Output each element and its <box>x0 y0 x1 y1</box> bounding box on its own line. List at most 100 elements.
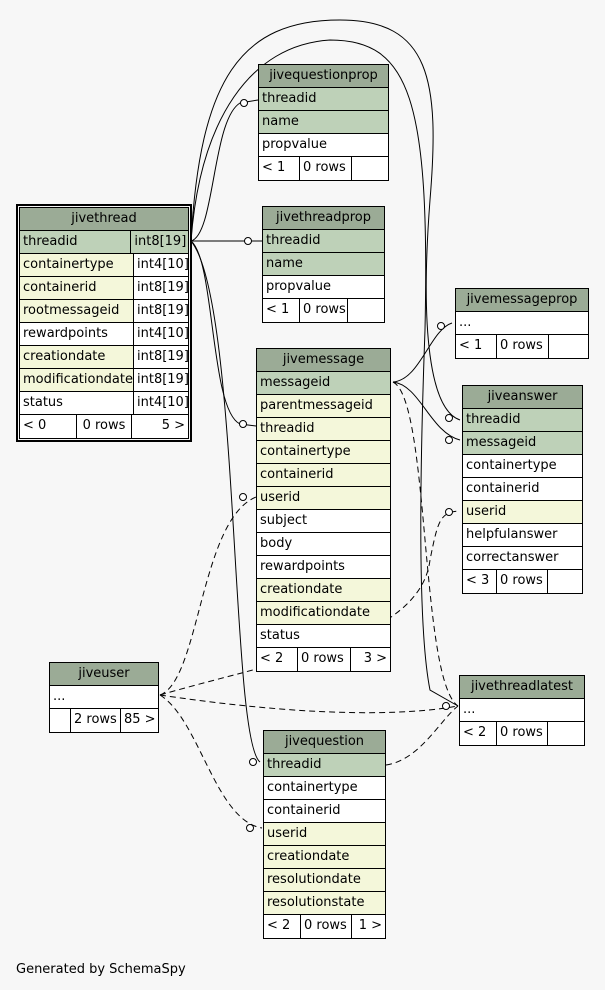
column-threadid: threadid <box>266 233 321 248</box>
edge-end-marker <box>437 322 445 330</box>
column-helpfulanswer: helpfulanswer <box>466 527 558 542</box>
row-count: 0 rows <box>496 570 547 593</box>
children-count <box>347 299 384 322</box>
column-containertype: containertype <box>267 780 358 795</box>
table-title: jivequestion <box>264 731 385 754</box>
edge-user-message <box>159 496 257 696</box>
column-containerid: containerid <box>466 481 540 496</box>
parents-count: < 1 <box>266 302 290 317</box>
table-title: jivethreadlatest <box>460 676 584 699</box>
table-jivequestion[interactable]: jivequestion threadid containertype cont… <box>263 730 386 939</box>
column-type: int8[19] <box>133 346 188 368</box>
edge-end-marker <box>239 493 247 501</box>
edge-message-latest <box>392 381 459 707</box>
parents-count: < 0 <box>23 418 47 433</box>
column-containertype: containertype <box>260 444 351 459</box>
column-type: int8[19] <box>130 231 188 253</box>
table-jiveuser[interactable]: jiveuser ... 2 rows 85 > <box>49 662 159 733</box>
column-rewardpoints: rewardpoints <box>260 559 345 574</box>
row-count: 0 rows <box>297 648 350 671</box>
children-count <box>548 335 588 358</box>
edge-thread-message <box>190 240 257 427</box>
column-type: int4[10] <box>133 254 188 276</box>
column-threadid: threadid <box>260 421 315 436</box>
column-parentmessageid: parentmessageid <box>260 398 373 413</box>
column-name: name <box>262 114 299 129</box>
column-threadid: threadid <box>267 757 322 772</box>
column-creationdate: creationdate <box>260 582 343 597</box>
column-creationdate: creationdate <box>267 849 350 864</box>
column-propvalue: propvalue <box>262 137 328 152</box>
column-resolutiondate: resolutiondate <box>267 872 361 887</box>
column-containertype: containertype <box>23 257 114 272</box>
column-status: status <box>260 628 300 643</box>
column-type: int8[19] <box>133 277 188 299</box>
table-title: jiveanswer <box>463 386 582 409</box>
children-count: 1 > <box>351 915 385 938</box>
table-jivethreadprop[interactable]: jivethreadprop threadid name propvalue <… <box>262 206 385 323</box>
children-count <box>547 570 582 593</box>
parents-count: < 2 <box>260 651 284 666</box>
column-rewardpoints: rewardpoints <box>23 326 108 341</box>
table-jivethreadlatest[interactable]: jivethreadlatest ... < 2 0 rows <box>459 675 585 746</box>
column-propvalue: propvalue <box>266 279 332 294</box>
children-count: 3 > <box>350 648 390 671</box>
column-containertype: containertype <box>466 458 557 473</box>
column-ellipsis: ... <box>463 702 476 717</box>
edge-end-marker <box>249 758 257 766</box>
children-count <box>351 157 388 180</box>
edge-end-marker <box>445 508 453 516</box>
column-modificationdate: modificationdate <box>260 605 370 620</box>
parents-count <box>50 709 70 732</box>
edge-user-latest <box>159 694 459 714</box>
table-title: jivequestionprop <box>259 65 388 88</box>
column-threadid: threadid <box>466 412 521 427</box>
column-messageid: messageid <box>466 435 537 450</box>
edge-message-answer <box>392 381 461 441</box>
column-userid: userid <box>260 490 301 505</box>
edge-end-marker <box>246 824 254 832</box>
row-count: 0 rows <box>496 335 548 358</box>
column-subject: subject <box>260 513 308 528</box>
parents-count: < 1 <box>262 160 286 175</box>
row-count: 0 rows <box>76 415 131 438</box>
column-resolutionstate: resolutionstate <box>267 895 365 910</box>
children-count <box>547 722 584 745</box>
edge-end-marker <box>240 99 248 107</box>
children-count: 5 > <box>131 415 188 438</box>
column-containerid: containerid <box>260 467 334 482</box>
edge-end-marker <box>442 702 450 710</box>
column-name: name <box>266 256 303 271</box>
table-title: jivemessage <box>257 349 390 372</box>
row-count: 2 rows <box>70 709 120 732</box>
table-title: jivethreadprop <box>263 207 384 230</box>
column-ellipsis: ... <box>459 315 472 330</box>
row-count: 0 rows <box>299 299 347 322</box>
table-jivethread[interactable]: jivethread threadid int8[19] containertyp… <box>16 204 192 442</box>
table-title: jivethread <box>20 208 188 231</box>
edge-thread-questionprop <box>190 99 259 242</box>
table-title: jivemessageprop <box>456 289 588 312</box>
parents-count: < 2 <box>267 918 291 933</box>
column-correctanswer: correctanswer <box>466 550 559 565</box>
row-count: 0 rows <box>300 915 351 938</box>
generated-by-label: Generated by SchemaSpy <box>16 962 186 977</box>
table-jivemessage[interactable]: jivemessage messageid parentmessageid th… <box>256 348 391 672</box>
column-containerid: containerid <box>267 803 341 818</box>
column-creationdate: creationdate <box>23 349 106 364</box>
children-count: 85 > <box>120 709 158 732</box>
edge-end-marker <box>239 420 247 428</box>
edge-thread-question <box>190 240 261 763</box>
column-threadid: threadid <box>262 91 317 106</box>
column-type: int4[10] <box>133 392 188 414</box>
table-jivemessageprop[interactable]: jivemessageprop ... < 1 0 rows <box>455 288 589 359</box>
column-messageid: messageid <box>260 375 331 390</box>
column-type: int8[19] <box>133 300 188 322</box>
column-threadid: threadid <box>23 234 78 249</box>
edge-question-latest <box>385 705 459 766</box>
column-type: int4[10] <box>133 323 188 345</box>
column-containerid: containerid <box>23 280 97 295</box>
column-type: int8[19] <box>133 369 188 391</box>
table-jiveanswer[interactable]: jiveanswer threadid messageid containert… <box>462 385 583 594</box>
table-jivequestionprop[interactable]: jivequestionprop threadid name propvalue… <box>258 64 389 181</box>
